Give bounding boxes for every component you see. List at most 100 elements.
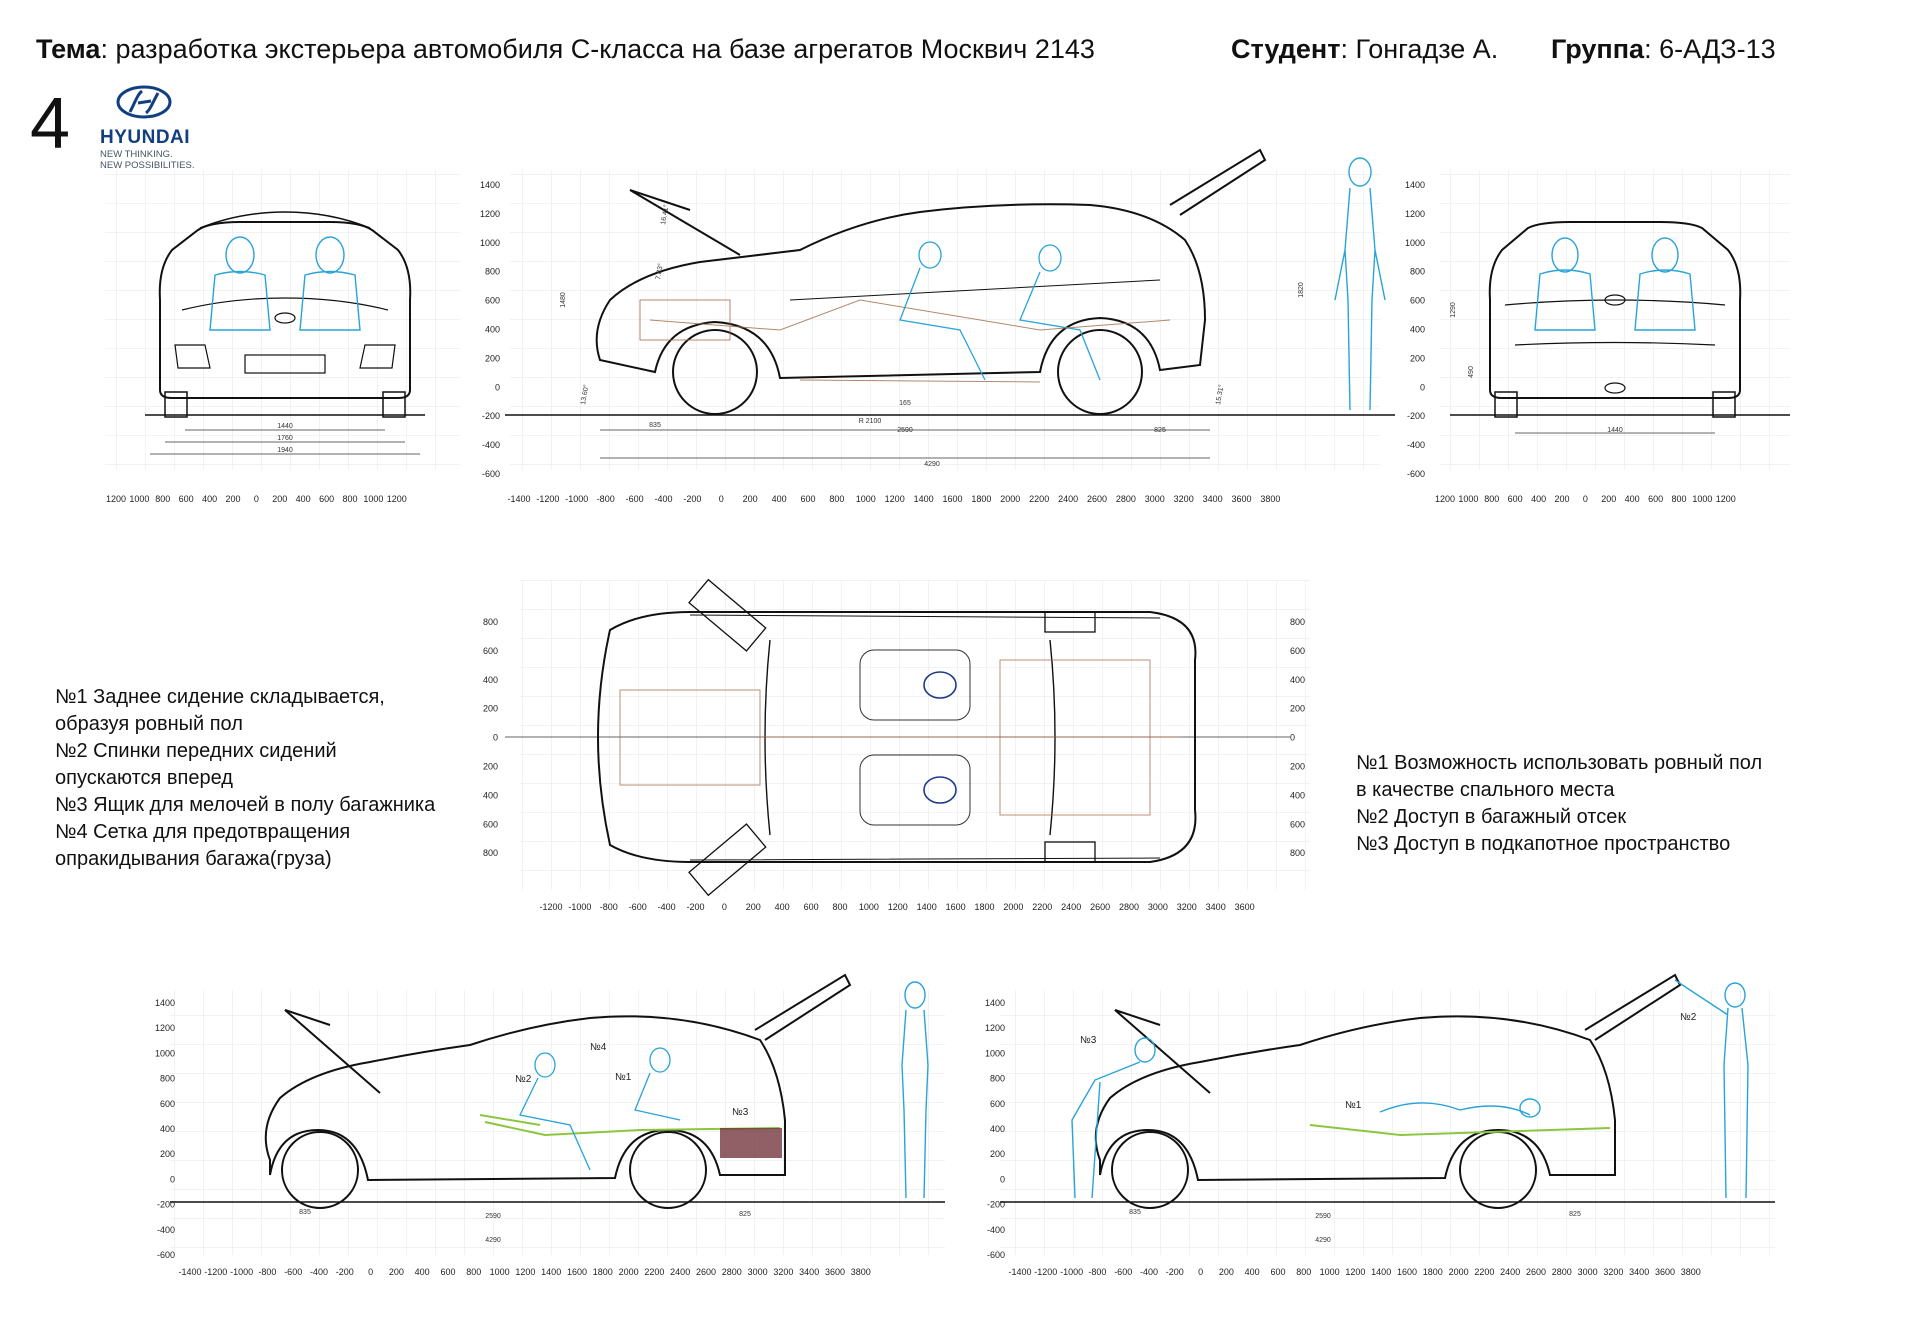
dim-side-length: 4290 (924, 461, 940, 468)
top-x-tick: 2000 (1003, 902, 1023, 912)
topic-text: : разработка экстерьера автомобиля С-кла… (100, 34, 1095, 64)
bl-x-tick: 1400 (541, 1267, 561, 1277)
side-x-tick: 400 (772, 494, 787, 504)
bl-x-tick: 3000 (748, 1267, 768, 1277)
bottom-right-side-view: №3 №1 №2 835 2590 825 4290 (1000, 973, 1775, 1244)
front-x-tick: 0 (254, 494, 259, 504)
dim-front-width: 1760 (277, 435, 293, 442)
top-x-tick: -200 (686, 902, 704, 912)
side-x-tick: -1000 (565, 494, 588, 504)
dim-side-wheelbase: 2590 (897, 427, 913, 434)
rear-y-tick: 0 (1420, 382, 1425, 392)
bl-x-tick: 2800 (722, 1267, 742, 1277)
top-seats (859, 649, 971, 826)
side-x-tick: 1000 (856, 494, 876, 504)
bl-x-tick: -600 (284, 1267, 302, 1277)
rear-y-tick: 200 (1410, 353, 1425, 363)
title-block: Тема: разработка экстерьера автомобиля С… (36, 34, 1884, 74)
note-left-2: образуя ровный пол (55, 713, 243, 735)
underfloor-box (720, 1128, 782, 1158)
bl-x-tick: -1400 (178, 1267, 201, 1277)
front-x-tick: 600 (319, 494, 334, 504)
br-y-tick: -200 (987, 1200, 1005, 1210)
top-x-tick: 2400 (1061, 902, 1081, 912)
rear-y-tick: -200 (1407, 411, 1425, 421)
br-label-2: №2 (1680, 1012, 1697, 1023)
front-x-tick: 1000 (363, 494, 383, 504)
br-y-tick: 1200 (985, 1023, 1005, 1033)
group-label: Группа (1551, 34, 1645, 64)
side-x-tick: 3600 (1231, 494, 1251, 504)
br-label-1: №1 (1345, 1100, 1362, 1111)
side-y-tick: 800 (485, 267, 500, 277)
front-x-tick: 200 (272, 494, 287, 504)
side-x-tick: 1800 (971, 494, 991, 504)
top-x-tick: 1400 (917, 902, 937, 912)
folded-seats (479, 1114, 781, 1137)
br-y-tick: 1000 (985, 1048, 1005, 1058)
side-x-tick: 2000 (1000, 494, 1020, 504)
rear-y-tick: 1200 (1405, 209, 1425, 219)
top-x-tick: 2600 (1090, 902, 1110, 912)
top-view-grid (520, 580, 1310, 890)
bottom-right-grid (1000, 990, 1775, 1255)
front-x-tick: 1200 (387, 494, 407, 504)
student-label: Студент (1231, 34, 1341, 64)
br-x-tick: 1800 (1423, 1267, 1443, 1277)
rear-x-tick: 1200 (1435, 494, 1455, 504)
note-left-5: №3 Ящик для мелочей в полу багажника (55, 794, 436, 816)
br-dim-front-overhang: 835 (1129, 1209, 1141, 1216)
front-view-grid (105, 170, 460, 470)
br-x-tick: 400 (1245, 1267, 1260, 1277)
br-dim-wheelbase: 2590 (1315, 1213, 1331, 1220)
note-right-3: №2 Доступ в багажный отсек (1356, 806, 1627, 828)
front-x-tick: 600 (179, 494, 194, 504)
dim-front-overall: 1940 (277, 447, 293, 454)
br-x-tick: -1000 (1060, 1267, 1083, 1277)
side-x-tick: -600 (626, 494, 644, 504)
br-x-tick: 2800 (1552, 1267, 1572, 1277)
front-x-tick: 800 (155, 494, 170, 504)
top-y-left-tick: 400 (483, 790, 498, 800)
group: Группа: 6-АДЗ-13 (1551, 34, 1776, 65)
side-y-tick: 400 (485, 325, 500, 335)
rear-x-tick: 800 (1484, 494, 1499, 504)
dim-side-angle-1: 16.41° (659, 204, 670, 226)
hyundai-logo: HYUNDAI NEW THINKING. NEW POSSIBILITIES. (100, 84, 210, 171)
br-figures (1071, 979, 1749, 1199)
br-dim-rear-overhang: 825 (1569, 1211, 1581, 1218)
bl-x-tick: -1000 (230, 1267, 253, 1277)
side-x-tick: 3000 (1145, 494, 1165, 504)
bl-x-tick: -800 (258, 1267, 276, 1277)
top-y-right-tick: 600 (1290, 819, 1305, 829)
rear-x-tick: 1200 (1716, 494, 1736, 504)
br-x-tick: 2000 (1449, 1267, 1469, 1277)
bl-x-tick: 3400 (799, 1267, 819, 1277)
side-occupants (899, 241, 1101, 381)
br-dim-length: 4290 (1315, 1237, 1331, 1244)
front-x-tick: 400 (296, 494, 311, 504)
br-x-tick: 3600 (1655, 1267, 1675, 1277)
top-y-right-tick: 600 (1290, 646, 1305, 656)
side-mannequin (1334, 157, 1386, 411)
br-x-tick: 1400 (1371, 1267, 1391, 1277)
bl-y-tick: 1400 (155, 998, 175, 1008)
rear-view: 1440 1290 490 (1450, 221, 1790, 434)
rear-x-tick: 1000 (1692, 494, 1712, 504)
top-x-tick: -400 (658, 902, 676, 912)
top-view (505, 578, 1290, 897)
dim-rear-height: 1290 (1450, 302, 1457, 318)
front-x-tick: 800 (342, 494, 357, 504)
br-x-tick: -200 (1166, 1267, 1184, 1277)
front-x-tick: 1000 (129, 494, 149, 504)
rear-x-tick: 400 (1625, 494, 1640, 504)
bl-x-tick: 1600 (567, 1267, 587, 1277)
side-x-tick: 1200 (885, 494, 905, 504)
br-y-tick: 200 (990, 1149, 1005, 1159)
dim-rear-track: 1440 (1607, 427, 1623, 434)
top-x-tick: 3000 (1148, 902, 1168, 912)
bl-y-tick: 400 (160, 1124, 175, 1134)
